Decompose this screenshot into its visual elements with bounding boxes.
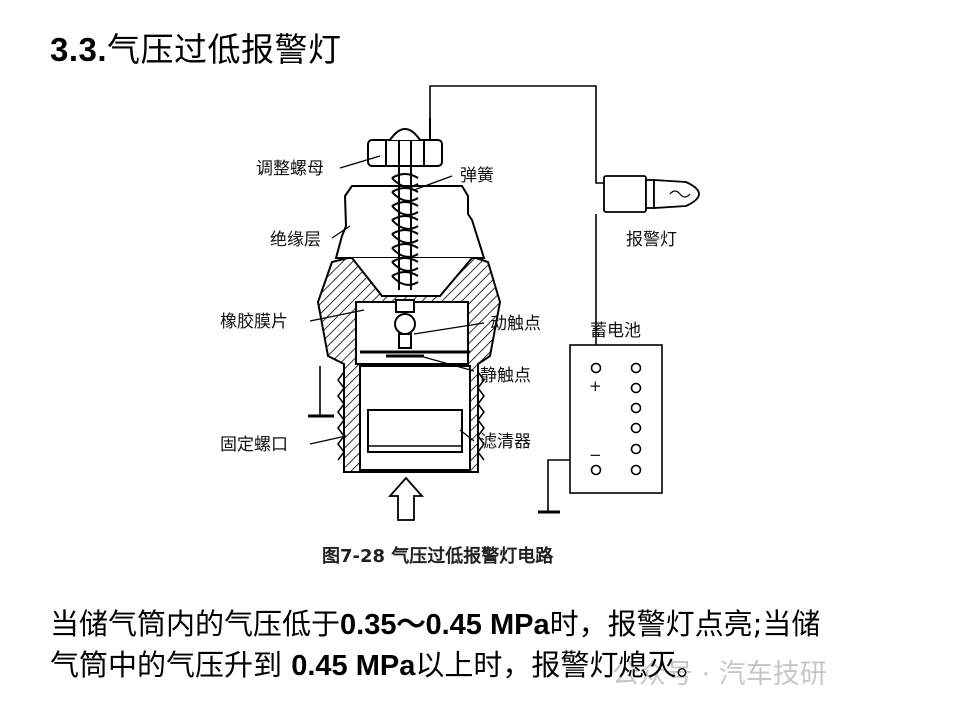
contacts — [386, 299, 424, 358]
label-moving-contact: 动触点 — [490, 314, 541, 334]
label-warning-lamp: 报警灯 — [626, 230, 677, 250]
label-rubber-diaphragm: 橡胶膜片 — [220, 312, 288, 332]
watermark: 公众号 · 汽车技研 — [612, 659, 827, 690]
label-battery: 蓄电池 — [590, 321, 641, 341]
label-static-contact: 静触点 — [480, 366, 531, 386]
body-line-1-a: 当储气筒内的气压低于 — [50, 607, 341, 641]
body-line-1-value: 0.35～0.45 MPa — [340, 609, 550, 641]
label-fixing-nut: 固定螺口 — [220, 435, 288, 455]
warning-lamp-icon — [603, 175, 700, 213]
body-paragraph: 当储气筒内的气压低于0.35～0.45 MPa时，报警灯点亮;当储 气筒中的气压… — [50, 604, 930, 686]
body-line-1-c: 时，报警灯点亮;当储 — [549, 607, 821, 641]
body-line-2-c: 以上时，报警灯熄灭。 — [415, 648, 706, 682]
adjust-nut — [367, 118, 443, 290]
figure-caption: 图7-28 气压过低报警灯电路 — [322, 545, 554, 567]
label-spring: 弹簧 — [460, 166, 494, 186]
spring — [391, 173, 419, 286]
label-filter: 滤清器 — [480, 432, 531, 452]
air-inlet-arrow — [387, 476, 425, 521]
title-number: 3.3. — [50, 31, 108, 68]
body-line-2-a: 气筒中的气压升到 — [50, 648, 292, 682]
title-text: 气压过低报警灯 — [107, 30, 342, 69]
page-title: 3.3.气压过低报警灯 — [50, 28, 342, 72]
body-line-1: 当储气筒内的气压低于0.35～0.45 MPa时，报警灯点亮;当储 — [50, 604, 930, 645]
battery-icon — [569, 344, 663, 494]
minus-sign: − — [589, 446, 602, 464]
label-adjust-nut: 调整螺母 — [256, 159, 324, 179]
plus-sign: + — [589, 377, 602, 395]
body-line-2-value: 0.45 MPa — [291, 650, 416, 682]
wiring — [308, 85, 612, 514]
body-line-2: 气筒中的气压升到 0.45 MPa以上时，报警灯熄灭。 — [50, 645, 930, 686]
leader-lines — [309, 155, 485, 445]
label-insulation: 绝缘层 — [270, 230, 321, 250]
